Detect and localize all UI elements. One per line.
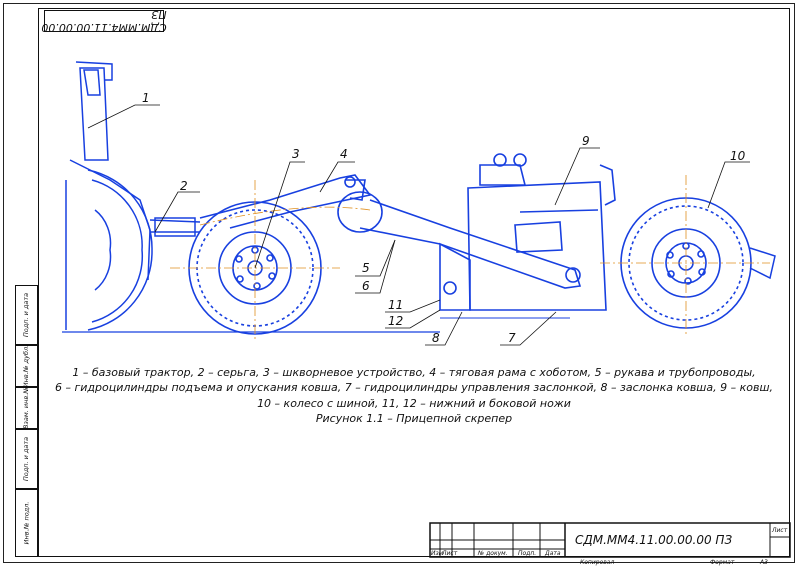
header-sign: Подп. [518,550,537,557]
callout-3: 3 [292,147,300,161]
callout-12: 12 [388,314,403,328]
callout-8: 8 [432,331,440,345]
callout-2: 2 [180,179,188,193]
side-column-orig-inv: Инв.№ подл. [15,489,38,557]
rear-push-block [749,247,776,280]
title-block-lines [429,522,791,558]
callout-9: 9 [582,134,590,148]
side-column-sign-date-2: Подп. и дата [15,429,38,489]
title-block-sheet-label: Лист [772,527,788,534]
callout-1: 1 [142,91,150,105]
title-block-doc-code: СДМ.ММ4.11.00.00.00 ПЗ [575,533,733,547]
side-column-sign-date-1: Подп. и дата [15,285,38,345]
side-column-dup-inv: Инв.№ дубл. [15,345,38,387]
format-value: А3 [760,559,768,566]
callout-10: 10 [730,149,746,163]
callout-5: 5 [362,261,370,275]
drawing-frame [38,8,790,557]
bowl [439,153,616,311]
callout-leaders [87,104,750,346]
side-column-replace-inv: Взам. инв.№ [15,387,38,429]
copied-label: Копировал [580,559,615,566]
figure-title: Рисунок 1.1 – Прицепной скрепер [315,412,513,425]
center-lines [170,175,770,340]
drawbar-hitch [149,217,201,237]
callout-7: 7 [508,331,516,345]
callout-4: 4 [340,147,348,161]
caption-line-1: 1 – базовый трактор, 2 – серьга, 3 – шкв… [72,366,756,379]
header-list: Лист [442,550,458,557]
header-doc-no: № докум. [478,550,508,557]
callout-6: 6 [362,279,370,293]
header-izm: Изм [431,550,444,557]
caption-line-2: 6 – гидроцилиндры подъема и опускания ко… [54,381,774,394]
callout-11: 11 [388,298,403,312]
format-label: Формат [710,559,735,566]
sheet-outer-border [3,3,795,563]
tractor-wheel [87,169,153,331]
caption-line-3: 10 – колесо с шиной, 11, 12 – нижний и б… [257,397,571,410]
base-tractor [65,61,151,330]
header-date: Дата [545,550,561,557]
